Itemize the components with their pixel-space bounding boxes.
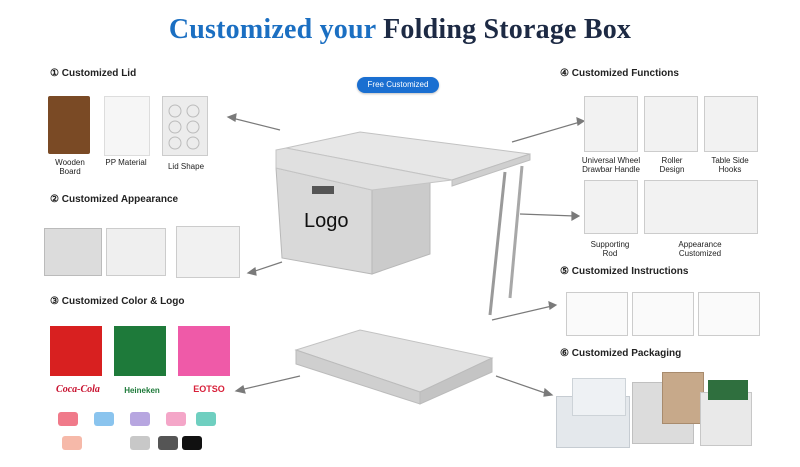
page-title: Customized your Folding Storage Box <box>0 14 800 46</box>
caption-roller-design: Roller Design <box>659 156 685 174</box>
table-side-hooks-image <box>704 96 758 152</box>
section-functions-heading: ④ Customized Functions <box>560 68 679 79</box>
instruction-sheet <box>632 292 694 336</box>
color-swatch <box>130 412 150 426</box>
caption-wooden-board: Wooden Board <box>55 158 85 176</box>
section-instructions-heading: ⑤ Customized Instructions <box>560 266 689 277</box>
caption-pp-material: PP Material <box>105 158 147 167</box>
color-swatch <box>166 412 186 426</box>
brand-heineken: Heineken <box>124 386 160 395</box>
instruction-sheet <box>698 292 760 336</box>
caption-wheel-drawbar: Universal Wheel Drawbar Handle <box>581 156 641 174</box>
section-color-logo-heading: ③ Customized Color & Logo <box>50 296 185 307</box>
wheel-drawbar-image <box>584 96 638 152</box>
pointer-arrows <box>226 113 586 397</box>
package-box <box>572 378 626 416</box>
appearance-customized-image <box>644 180 758 234</box>
supporting-rod-image <box>584 180 638 234</box>
brand-eotso: EOTSO <box>193 384 225 394</box>
title-part-2: Folding Storage Box <box>383 14 632 45</box>
package-carton <box>662 372 704 424</box>
section-lid-heading: ① Customized Lid <box>50 68 137 79</box>
roller-design-image <box>644 96 698 152</box>
appearance-box-grey <box>44 228 102 276</box>
appearance-box-open <box>176 226 240 278</box>
color-swatch <box>62 436 82 450</box>
caption-table-side-hooks: Table Side Hooks <box>711 156 749 174</box>
instruction-sheet <box>566 292 628 336</box>
green-box-image <box>114 326 166 376</box>
caption-lid-shape: Lid Shape <box>167 162 205 171</box>
color-swatch <box>182 436 202 450</box>
title-part-1: Customized your <box>168 14 376 45</box>
caption-appearance-customized: Appearance Customized <box>678 240 722 258</box>
package-white-box <box>700 392 752 446</box>
color-swatch <box>94 412 114 426</box>
caption-supporting-rod: Supporting Rod <box>590 240 630 258</box>
pp-material-image <box>104 96 150 156</box>
red-box-image <box>50 326 102 376</box>
free-customized-badge: Free Customized <box>357 77 439 93</box>
pink-box-image <box>178 326 230 376</box>
package-green-box <box>708 380 748 400</box>
section-packaging-heading: ⑥ Customized Packaging <box>560 348 682 359</box>
wooden-board-image <box>48 96 90 154</box>
section-appearance-heading: ② Customized Appearance <box>50 194 179 205</box>
brand-coca-cola: Coca-Cola <box>56 384 100 395</box>
center-logo-text: Logo <box>304 210 349 232</box>
lid-shape-image <box>162 96 208 156</box>
handle-slot <box>312 186 334 194</box>
color-swatch <box>58 412 78 426</box>
color-swatch <box>130 436 150 450</box>
color-swatch <box>196 412 216 426</box>
color-swatch <box>158 436 178 450</box>
appearance-box-window <box>106 228 166 276</box>
lid-shape-pattern <box>168 104 200 150</box>
